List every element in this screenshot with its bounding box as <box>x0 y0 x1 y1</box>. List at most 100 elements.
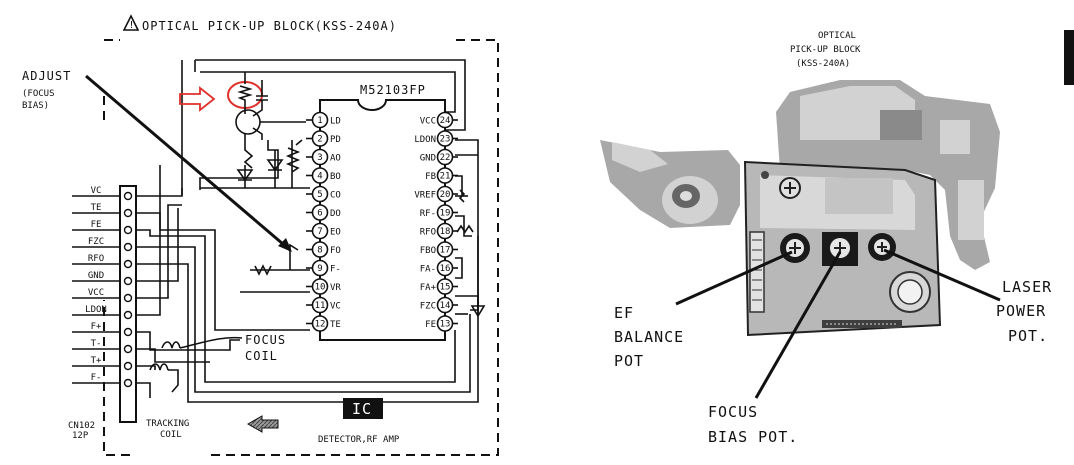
connector-pin <box>123 327 133 337</box>
ic-body <box>319 99 446 341</box>
ic-pin-name: BO <box>330 172 341 182</box>
laser-label-2: POWER <box>996 302 1046 320</box>
svg-text:!: ! <box>129 20 135 31</box>
pickup-illustration: OPTICAL PICK-UP BLOCK (KSS-240A) <box>600 30 1074 446</box>
ic-pin-name: VR <box>330 283 341 293</box>
ic-pin-name: FB <box>425 172 436 182</box>
connector-pin <box>123 242 133 252</box>
focus-leader-line <box>754 251 842 399</box>
ic-pin-name: FA+ <box>420 283 437 293</box>
focus-coil-label-2: COIL <box>245 349 278 363</box>
connector-signal-label: F+ <box>91 322 102 332</box>
connector-pin <box>123 344 133 354</box>
connector-label-1: CN102 <box>68 421 95 431</box>
connector-signal-label: T- <box>91 339 102 349</box>
ic-pin-number: 20 <box>440 190 451 200</box>
connector-signal-label: VC <box>91 186 102 196</box>
ic-pin-name: FO <box>330 246 341 256</box>
edge-strip <box>1064 30 1074 85</box>
ic-pin-number: 4 <box>317 172 322 182</box>
ic-pin-number: 24 <box>440 116 451 126</box>
ic-pin-name: AO <box>330 154 341 164</box>
ic-pin-name: GND <box>420 154 436 164</box>
connector-pin <box>123 208 133 218</box>
ic-pin-number: 21 <box>440 172 451 182</box>
adjust-sub-label-2: BIAS) <box>22 101 49 111</box>
ic-pin-number: 23 <box>440 135 451 145</box>
focus-bias-pot-icon <box>822 232 858 266</box>
photo-title-2: PICK-UP BLOCK <box>790 45 861 55</box>
pickup-block-title: OPTICAL PICK-UP BLOCK(KSS-240A) <box>142 19 397 33</box>
ic-pin-number: 3 <box>317 153 322 163</box>
connector-pin <box>123 276 133 286</box>
laser-leader-line <box>883 248 1001 302</box>
connector-pin <box>123 225 133 235</box>
connector-pin <box>123 259 133 269</box>
ic-pin-name: FE <box>425 320 436 330</box>
adjust-arrow-head <box>278 238 292 252</box>
ic-pin-name: VREF <box>414 191 436 201</box>
ic-pin-name: FBO <box>420 246 436 256</box>
ic-pin-name: F- <box>330 265 341 275</box>
ic-pin-number: 7 <box>317 227 322 237</box>
ic-pin-name: RFO <box>420 228 436 238</box>
connector-cn102 <box>119 185 137 423</box>
ef-leader-line <box>675 250 793 306</box>
ic-pin-number: 2 <box>317 135 322 145</box>
photo-title-3: (KSS-240A) <box>796 59 850 69</box>
tracking-coil-label-2: COIL <box>160 430 182 440</box>
ic-badge <box>343 398 383 419</box>
connector-signal-label: F- <box>91 373 102 383</box>
ic-pin-number: 18 <box>440 227 451 237</box>
connector-signal-label: GND <box>88 271 104 281</box>
ic-pin-number: 1 <box>317 116 322 126</box>
ic-pin-number: 22 <box>440 153 451 163</box>
connector-signal-label: FZC <box>88 237 104 247</box>
connector-signal-label: VCC <box>88 288 104 298</box>
detector-label: DETECTOR,RF AMP <box>318 435 400 445</box>
connector-pin <box>123 310 133 320</box>
ef-balance-pot-icon <box>780 233 810 263</box>
ic-pin-number: 9 <box>317 264 322 274</box>
adjust-label: ADJUST <box>22 69 71 83</box>
connector-pin <box>123 378 133 388</box>
ic-pin-name: FZC <box>420 302 436 312</box>
ef-label-3: POT <box>614 352 644 370</box>
connector-signal-label: LDON <box>85 305 107 315</box>
caution-triangle-icon: ! <box>122 14 140 31</box>
ic-badge-label: IC <box>352 400 372 418</box>
focus-coil-symbol <box>161 341 181 349</box>
ic-pin-number: 19 <box>440 209 451 219</box>
laser-label-3: POT. <box>1008 327 1048 345</box>
focus-coil-label-1: FOCUS <box>245 333 286 347</box>
ic-pin-name: PD <box>330 135 341 145</box>
signal-arrow-icon <box>246 415 279 433</box>
ic-pin-number: 11 <box>315 301 326 311</box>
connector-signal-label: T+ <box>91 356 102 366</box>
ic-pin-number: 17 <box>440 246 451 256</box>
block-border <box>103 39 499 456</box>
pickup-mechanism <box>600 80 1000 337</box>
ic-pin-number: 5 <box>317 190 322 200</box>
ic-pin-name: CO <box>330 191 341 201</box>
ic-pin-number: 8 <box>317 246 322 256</box>
ef-label-1: EF <box>614 304 634 322</box>
ic-pin-name: LD <box>330 117 341 127</box>
tracking-coil-symbol <box>149 363 179 393</box>
pickup-schematic: ! OPTICAL PICK-UP BLOCK(KSS-240A) ADJUST… <box>22 14 499 456</box>
focus-label-2: BIAS POT. <box>708 428 798 446</box>
ic-pin-number: 13 <box>440 320 451 330</box>
ic-pin-name: VC <box>330 302 341 312</box>
ic-part-number: M52103FP <box>360 83 426 97</box>
connector-pin <box>123 191 133 201</box>
ic-pin-number: 6 <box>317 209 322 219</box>
ic-pin-name: DO <box>330 209 341 219</box>
ic-pin-name: EO <box>330 228 341 238</box>
ic-pin-number: 16 <box>440 264 451 274</box>
connector-signal-label: RFO <box>88 254 104 264</box>
connector-label-2: 12P <box>72 431 89 441</box>
connector-signal-label: TE <box>91 203 102 213</box>
tracking-coil-label-1: TRACKING <box>146 419 189 429</box>
